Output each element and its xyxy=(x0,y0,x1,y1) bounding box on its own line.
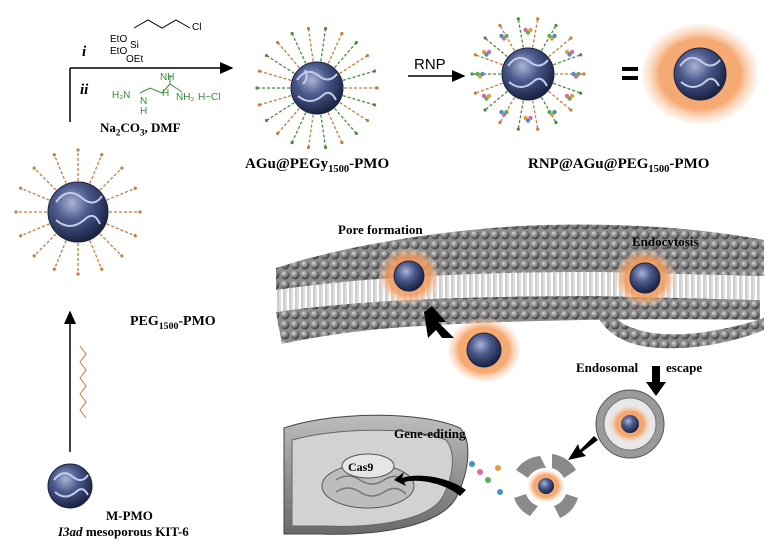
rnp-halo-particle xyxy=(642,24,758,124)
pore-formation-particle xyxy=(379,248,439,304)
endocytosis-particle xyxy=(615,250,675,306)
guanidine-nh2: NH₂ xyxy=(176,92,194,103)
step-ii-label: ii xyxy=(80,82,88,99)
internalized-particle xyxy=(448,318,520,382)
endosome xyxy=(596,390,664,458)
guanidine-h: H xyxy=(140,106,147,117)
gene-editing-label: Gene-editing xyxy=(394,426,466,442)
escape-label: escape xyxy=(666,360,702,376)
endocytosis-label: Endocytosis xyxy=(632,234,698,250)
guanidine-nh: NH xyxy=(160,72,174,83)
silane-oet: OEt xyxy=(126,54,143,65)
kit6-label: I3ad mesoporous KIT-6 xyxy=(58,524,189,540)
m-pmo-label: M-PMO xyxy=(106,508,153,524)
rnp-arrow-label: RNP xyxy=(414,56,446,73)
silane-eto-1: EtO xyxy=(110,34,127,45)
rnp-agu-peg-pmo-label: RNP@AGu@PEG1500-PMO xyxy=(528,156,709,175)
reaction-conditions: Na2CO3, DMF xyxy=(100,120,181,138)
m-pmo-particle xyxy=(48,464,92,508)
guanidine-h2n: H₂N xyxy=(112,90,130,101)
peg-linker-structure xyxy=(80,346,86,418)
peg-pmo-particle xyxy=(48,182,108,242)
cas9-label: Cas9 xyxy=(348,460,373,475)
ruptured-endosome xyxy=(514,454,578,518)
pore-formation-label: Pore formation xyxy=(338,222,423,238)
equals-sign-graphic xyxy=(622,67,638,80)
agu-peg-pmo-label: AGu@PEGy1500-PMO xyxy=(245,156,389,175)
silane-structure xyxy=(134,20,190,28)
step-i-label: i xyxy=(82,44,86,61)
released-rnp-dots xyxy=(469,461,503,495)
peg-pmo-label: PEG1500-PMO xyxy=(130,314,216,332)
silane-si: Si xyxy=(130,40,139,51)
guanidine-h2: H xyxy=(162,88,169,99)
silane-eto-2: EtO xyxy=(110,46,127,57)
rnp-decorated-particle xyxy=(502,48,554,100)
silane-cl: Cl xyxy=(192,22,201,33)
guanidine-hcl: H−Cl xyxy=(198,92,221,103)
endosomal-label: Endosomal xyxy=(576,360,638,376)
